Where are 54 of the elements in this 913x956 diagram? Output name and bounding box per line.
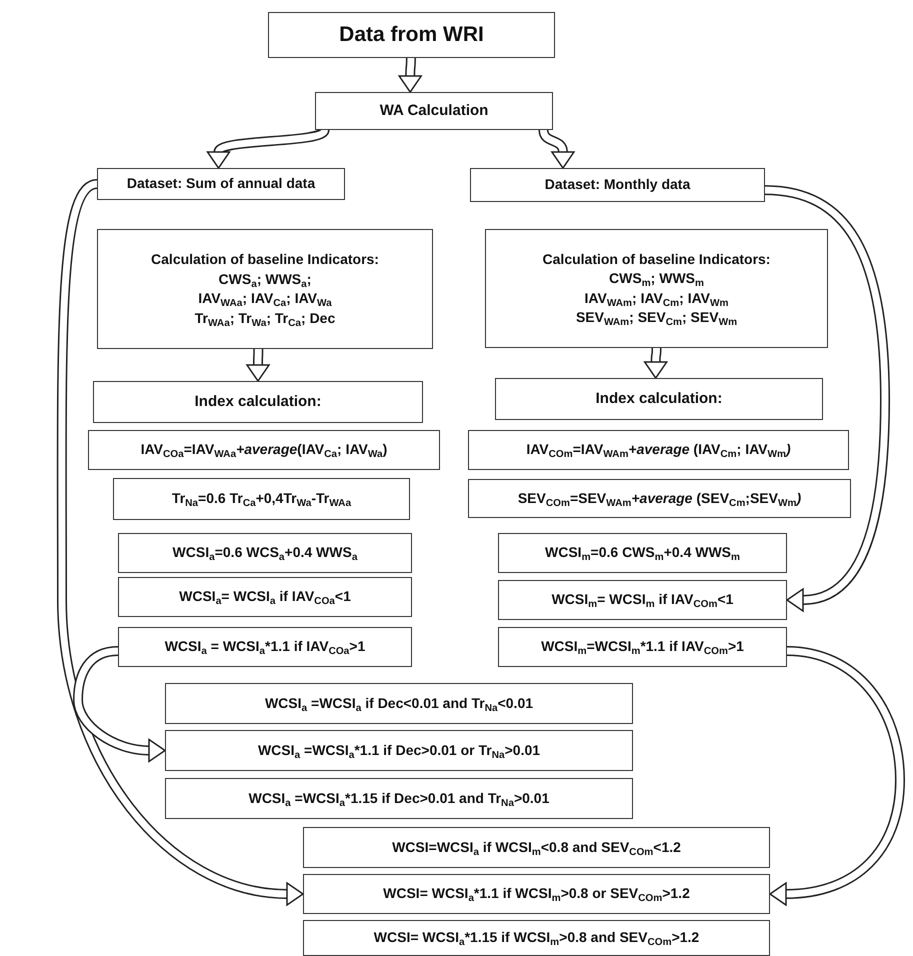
process-box — [113, 478, 410, 520]
process-box — [165, 730, 633, 771]
formula-text: SEV$_{COm}$=SEV$_{WAm}$+average (SEV$_{Cm}$;SEV$_{Wm}$) — [518, 490, 802, 508]
formula-text: Dataset: Monthly data — [544, 176, 690, 194]
formula-text: WCSI$_{a}$=0.6 WCS$_{a}$+0.4 WWS$_{a}$ — [172, 544, 358, 562]
formula-text: CWS$_{m}$; WWS$_{m}$ — [609, 270, 704, 288]
process-box — [118, 627, 412, 667]
process-box — [315, 92, 553, 130]
formula-text: Dataset: Sum of annual data — [126, 175, 316, 193]
process-box — [470, 168, 765, 202]
formula-text: WCSI$_{a}$ =WCSI$_{a}$ if Dec<0.01 and Tr$_{Na}$<0.01 — [264, 694, 534, 712]
process-box — [118, 577, 412, 617]
formula-text: WA Calculation — [380, 102, 488, 120]
box-heading: Calculation of baseline Indicators: — [151, 251, 379, 268]
formula-text: CWS$_{a}$; WWS$_{a}$; — [218, 270, 312, 288]
formula-text: IAV$_{COa}$=IAV$_{WAa}$+average(IAV$_{Ca}$; IAV$_{Wa}$) — [140, 441, 388, 459]
box-heading: Calculation of baseline Indicators: — [542, 250, 770, 268]
process-box — [268, 12, 555, 58]
process-box — [485, 229, 828, 348]
process-box — [165, 683, 633, 724]
process-box — [303, 874, 770, 914]
process-box — [118, 533, 412, 573]
process-box — [468, 430, 849, 470]
formula-text: IAV$_{COm}$=IAV$_{WAm}$+average (IAV$_{Cm}$; IAV$_{Wm}$) — [526, 441, 791, 459]
formula-text: Index calculation: — [194, 392, 322, 412]
process-box — [495, 378, 823, 420]
formula-text: WCSI=WCSI$_{a}$ if WCSI$_{m}$<0.8 and SEV$_{COm}$<1.2 — [392, 838, 681, 856]
process-box — [498, 580, 787, 620]
formula-text: Tr$_{Na}$=0.6 Tr$_{Ca}$+0,4Tr$_{Wa}$-Tr$_{WAa}$ — [172, 490, 352, 508]
formula-text: IAV$_{WAm}$; IAV$_{Cm}$; IAV$_{Wm}$ — [584, 290, 728, 307]
formula-text: WCSI$_{m}$=0.6 CWS$_{m}$+0.4 WWS$_{m}$ — [545, 544, 740, 562]
formula-text: WCSI= WCSI$_{a}$*1.15 if WCSI$_{m}$>0.8 and SEV$_{COm}$>1.2 — [374, 929, 700, 947]
process-box — [498, 533, 787, 573]
process-box — [303, 920, 770, 956]
formula-text: WCSI$_{a}$ =WCSI$_{a}$*1.15 if Dec>0.01 and Tr$_{Na}$>0.01 — [248, 790, 550, 808]
process-box — [468, 479, 851, 518]
process-box — [88, 430, 440, 470]
process-box — [97, 229, 433, 349]
formula-text: WCSI$_{a}$ =WCSI$_{a}$*1.1 if Dec>0.01 or Tr$_{Na}$>0.01 — [258, 742, 540, 760]
formula-text: Tr$_{WAa}$; Tr$_{Wa}$; Tr$_{Ca}$; Dec — [194, 310, 336, 327]
process-box — [165, 778, 633, 819]
formula-text: WCSI$_{m}$= WCSI$_{m}$ if IAV$_{COm}$<1 — [552, 591, 734, 609]
formula-text: IAV$_{WAa}$; IAV$_{Ca}$; IAV$_{Wa}$ — [198, 290, 332, 308]
process-box — [303, 827, 770, 868]
process-box — [97, 168, 345, 200]
formula-text: SEV$_{WAm}$; SEV$_{Cm}$; SEV$_{Wm}$ — [576, 309, 738, 326]
formula-text: WCSI$_{a}$ = WCSI$_{a}$*1.1 if IAV$_{COa}$>1 — [164, 638, 366, 656]
formula-text: Index calculation: — [596, 390, 722, 408]
process-box — [93, 381, 423, 423]
formula-text: WCSI$_{a}$= WCSI$_{a}$ if IAV$_{COa}$<1 — [179, 588, 351, 606]
formula-text: WCSI= WCSI$_{a}$*1.1 if WCSI$_{m}$>0.8 or SEV$_{COm}$>1.2 — [383, 885, 690, 903]
formula-text: Data from WRI — [339, 22, 484, 48]
formula-text: WCSI$_{m}$=WCSI$_{m}$*1.1 if IAV$_{COm}$>1 — [541, 638, 744, 656]
process-box — [498, 627, 787, 667]
